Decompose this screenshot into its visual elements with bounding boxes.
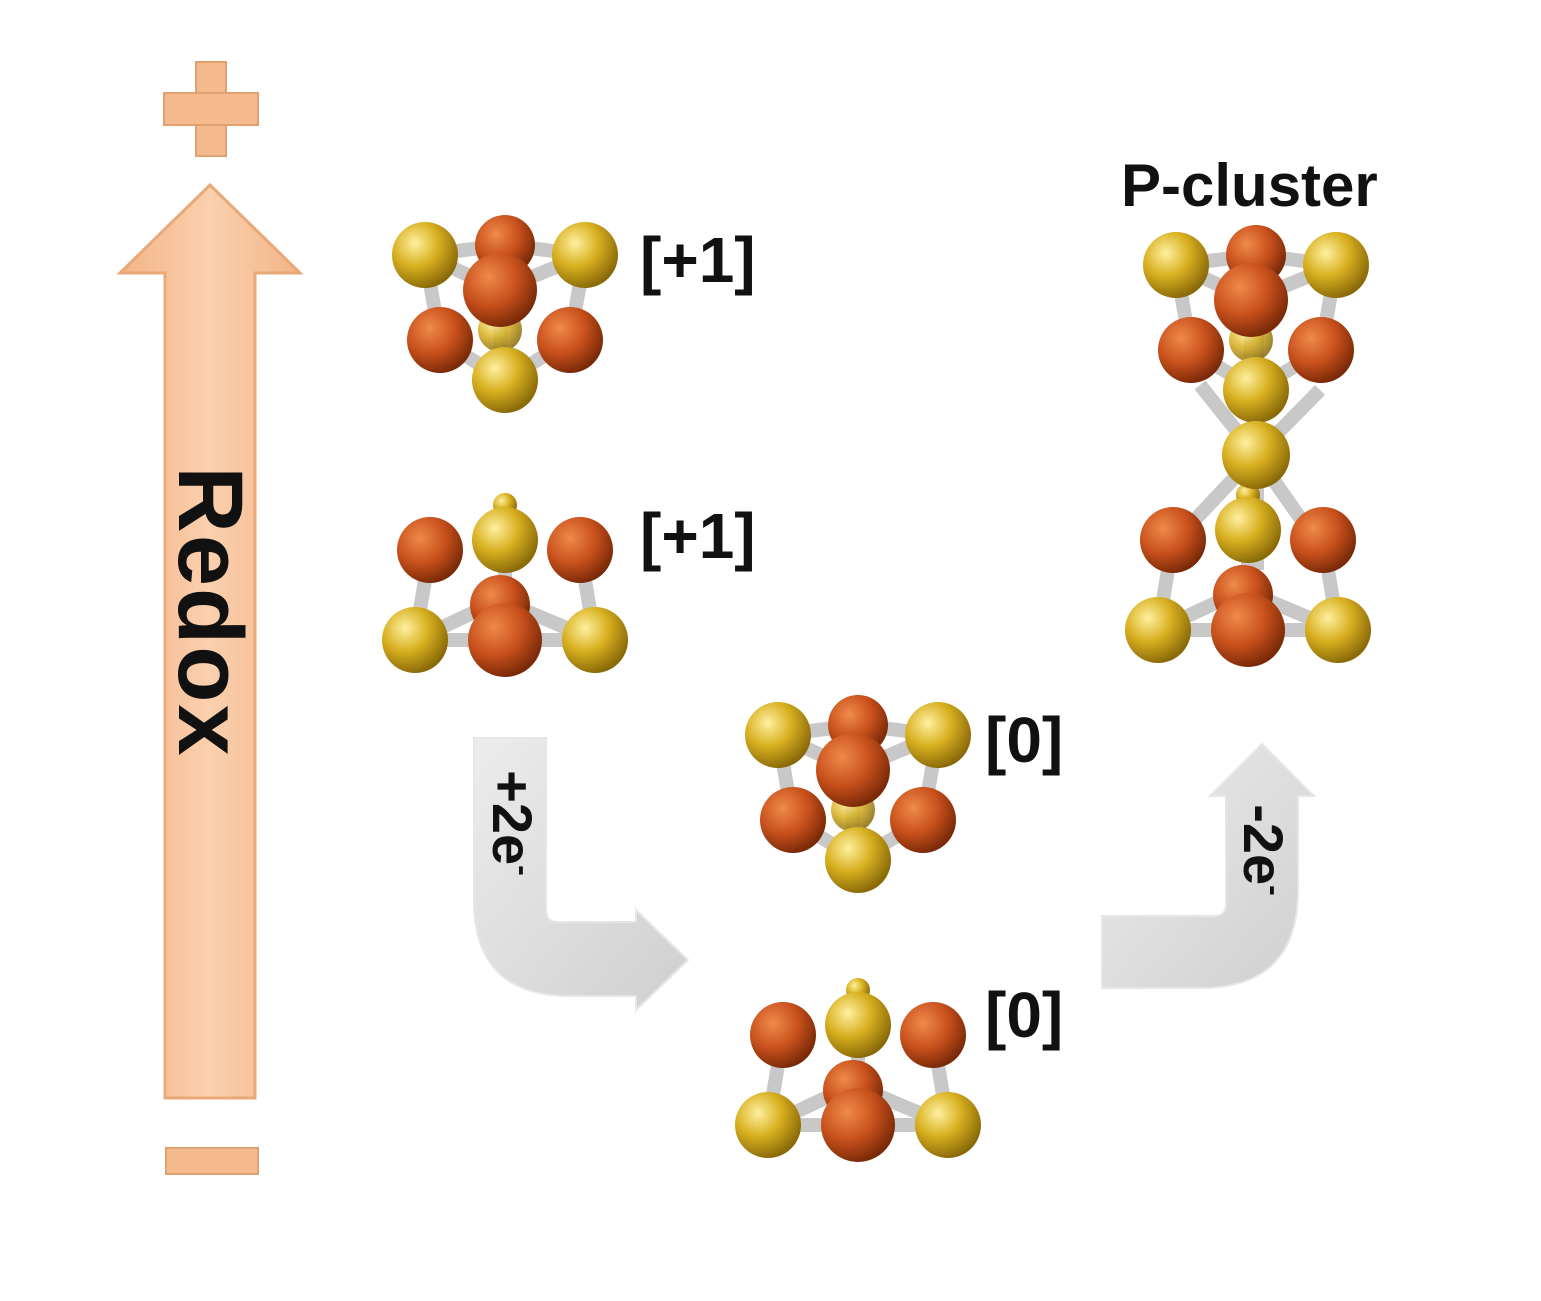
reduction-arrow	[473, 737, 690, 1013]
reduction-label: +2e-	[481, 770, 544, 876]
oxidation-arrow	[1101, 742, 1317, 989]
charge-label-mid-upper: [0]	[985, 704, 1064, 776]
charge-label-top-upper: [+1]	[640, 224, 756, 296]
minus-sign-icon	[165, 1147, 259, 1175]
reduction-label-text: +2e	[481, 770, 544, 866]
oxidation-label: -2e-	[1232, 804, 1295, 896]
p-cluster-structure	[1125, 225, 1371, 667]
charge-label-top-lower: [+1]	[640, 500, 756, 572]
oxidation-label-text: -2e	[1232, 804, 1295, 886]
redox-arrow	[116, 182, 304, 1100]
oxidation-label-sup: -	[1256, 885, 1293, 896]
fe4s3-cluster-top-lower	[382, 493, 628, 677]
fe4s3-cluster-mid-lower	[735, 978, 981, 1162]
redox-label: Redox	[159, 466, 261, 758]
fe4s3-cluster-top-upper	[392, 215, 618, 413]
fe4s3-cluster-mid-upper	[745, 695, 971, 893]
diagram-title: P-cluster	[1121, 152, 1378, 219]
reduction-label-sup: -	[505, 865, 542, 876]
plus-sign-icon	[163, 61, 259, 157]
charge-label-mid-lower: [0]	[985, 979, 1064, 1051]
